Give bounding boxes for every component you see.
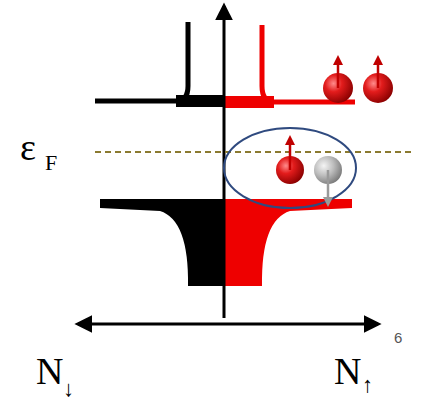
axis-label: N [334,352,361,390]
fermi-symbol: ε [20,128,36,166]
axis-subscript: ↑ [362,374,373,396]
spin-arrow [289,140,292,170]
spin-up-band [224,96,274,108]
pair-ellipse [224,128,356,208]
spin-down-band [176,95,224,107]
spin-arrow [377,60,380,88]
slide-number: 6 [394,330,402,345]
axis-label: N [36,352,63,390]
spin-arrow [337,60,340,88]
spin-arrow [327,170,330,202]
fermi-subscript: F [45,152,57,174]
dos-axis [78,323,378,326]
spin-up-band [224,199,352,286]
fermi-level [95,151,412,153]
axis-subscript: ↓ [63,378,74,400]
spin-down-band [95,22,188,101]
spin-up-band [262,25,355,102]
spin-down-band [100,199,224,286]
